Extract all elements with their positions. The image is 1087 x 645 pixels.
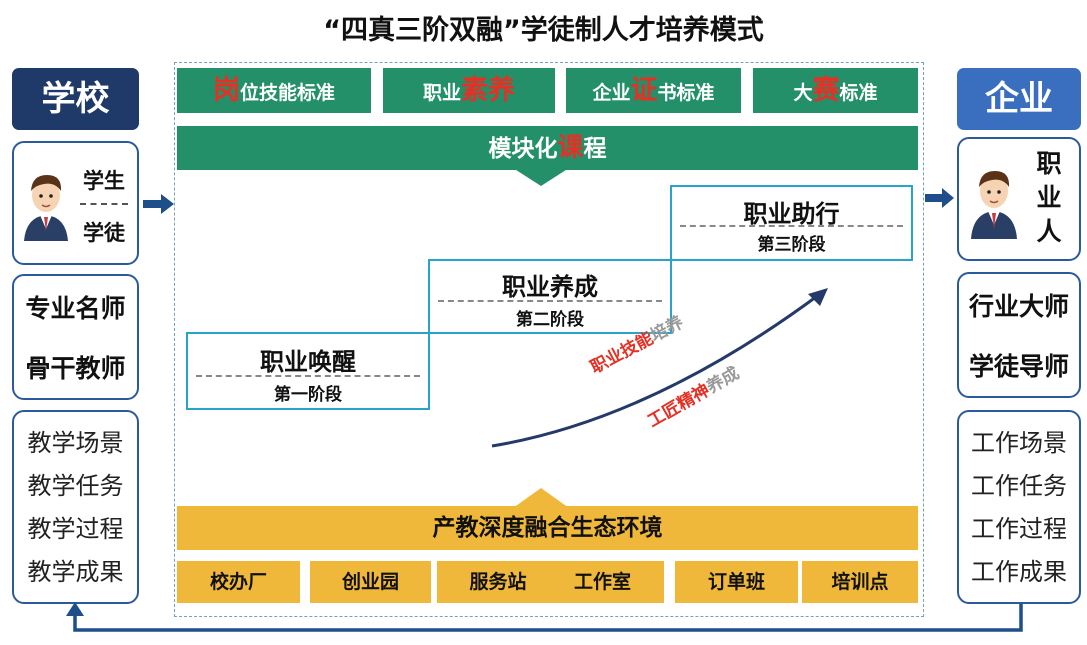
stage-name: 职业养成 [502,273,598,301]
enterprise-header: 企业 [957,68,1081,130]
teacher-item: 骨干教师 [25,354,126,383]
standard-box-certificate: 企业证书标准 [566,68,741,113]
standard-text: 职业 [422,82,461,104]
student-avatar-icon [24,175,68,241]
module-text: 程 [583,136,607,162]
work-item: 工作场景 [971,429,1067,457]
module-course-bar: 模块化课程 [177,126,918,170]
stage-name: 职业助行 [743,200,840,228]
ecosystem-bar: 产教深度融合生态环境 [177,506,918,550]
page-title: “四真三阶双融”学徒制人才培养模式 [323,15,764,46]
stage-name: 职业唤醒 [260,348,356,376]
standard-text: 书标准 [657,82,715,104]
stage-divider [680,225,903,227]
standard-box-competition: 大赛标准 [753,68,918,113]
master-item: 行业大师 [968,292,1069,321]
platform-box: 订单班 [675,561,798,603]
standard-text: 标准 [839,82,878,104]
standard-text: 大 [793,82,813,104]
teacher-box: 专业名师 骨干教师 [12,274,139,400]
apprentice-label: 学徒 [83,221,125,245]
work-box: 工作场景 工作任务 工作过程 工作成果 [957,410,1081,604]
master-box: 行业大师 学徒导师 [957,272,1081,398]
work-item: 工作任务 [971,472,1067,500]
platform-box: 创业园 [310,561,431,603]
module-down-arrow-icon [513,168,569,186]
growth-curve-arrow [491,288,828,448]
professional-box: 职 业 人 [957,137,1081,261]
student-box: 学生 学徒 [12,141,139,265]
module-highlight: 课 [557,133,584,163]
platform-box: 服务站 [437,561,559,603]
stage-sub: 第三阶段 [757,235,826,255]
professional-char: 人 [1036,217,1062,246]
stage-box: 职业助行 第三阶段 [670,185,913,261]
master-item: 学徒导师 [968,352,1069,381]
teaching-box: 教学场景 教学任务 教学过程 教学成果 [12,410,139,604]
platform-box: 培训点 [802,561,918,603]
teacher-item: 专业名师 [25,294,126,323]
stage-box: 职业养成 第二阶段 [428,259,672,334]
standard-highlight: 证 [630,75,658,106]
module-text: 模块化 [488,136,558,162]
platform-box: 工作室 [541,561,664,603]
standard-text: 位技能标准 [239,82,335,104]
standard-highlight: 岗 [212,75,240,106]
ecosystem-up-arrow-icon [513,488,569,508]
teaching-item: 教学场景 [27,429,124,457]
professional-char: 业 [1036,183,1062,212]
stage-box: 职业唤醒 第一阶段 [186,332,430,410]
student-label: 学生 [83,169,125,193]
teaching-item: 教学成果 [27,558,124,586]
stage-divider [196,375,420,377]
school-header: 学校 [12,68,139,130]
standard-text: 企业 [592,82,631,104]
main-frame [174,62,924,617]
professional-label: 职 业 人 [1029,147,1069,249]
teaching-item: 教学任务 [27,472,124,500]
stage-sub: 第二阶段 [516,310,584,330]
professional-avatar-icon [971,171,1017,239]
standard-box-quality: 职业素养 [383,68,555,113]
work-item: 工作过程 [971,515,1067,543]
standard-highlight: 素养 [461,75,515,106]
feedback-loop-arrow [66,602,1023,632]
right-arrow-icon [143,194,174,214]
stage-divider [438,300,662,302]
teaching-item: 教学过程 [27,515,124,543]
standard-box-post: 岗位技能标准 [177,68,371,113]
work-item: 工作成果 [971,558,1067,586]
platform-box: 校办厂 [177,561,300,603]
professional-char: 职 [1036,149,1062,178]
standard-highlight: 赛 [812,75,840,106]
student-divider [80,203,128,205]
stage-sub: 第一阶段 [274,385,342,405]
right-arrow-icon [925,188,954,208]
